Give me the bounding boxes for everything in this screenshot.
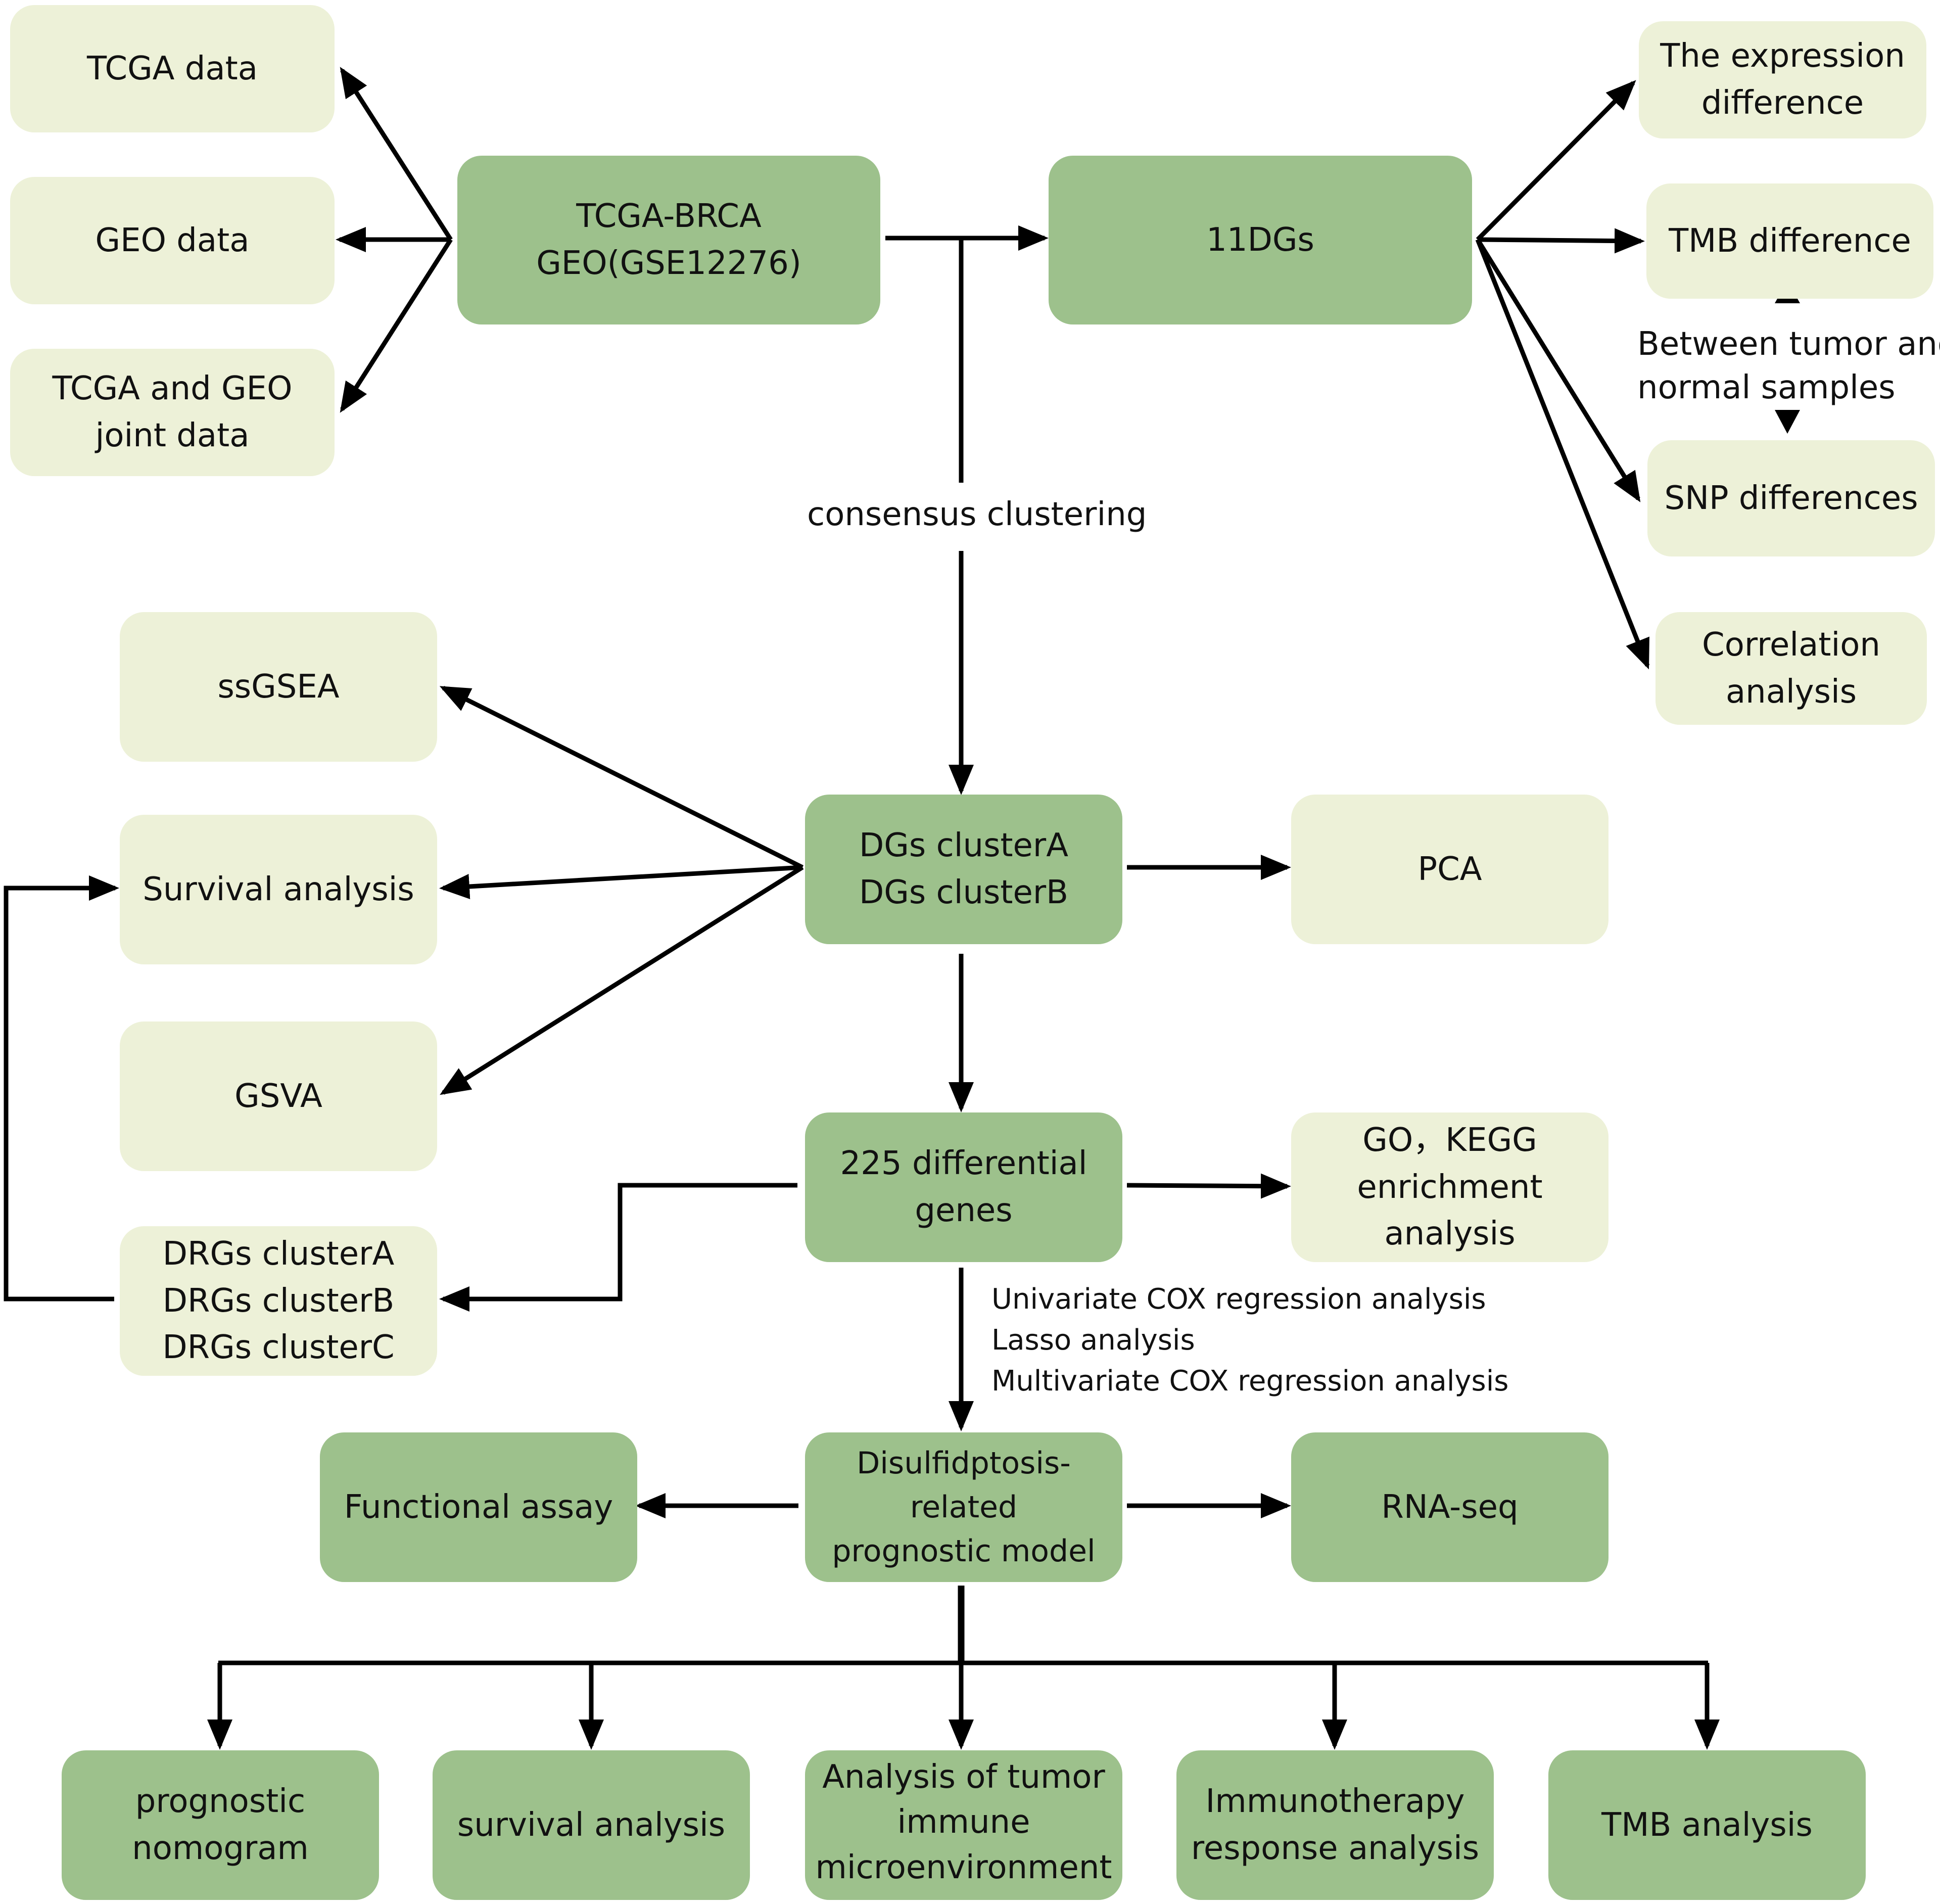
node-11dgs: 11DGs [1049,156,1472,324]
node-prognostic-model: Disulfidptosis-related prognostic model [805,1432,1122,1582]
node-correlation-analysis: Correlation analysis [1655,612,1927,725]
node-tcga-geo-joint-data: TCGA and GEO joint data [10,349,335,476]
label-consensus-clustering: consensus clustering [807,496,1147,533]
edge-genes-to-gokegg [1126,1173,1291,1199]
edge-brca-to-tcga-data [340,67,453,241]
edge-brca-to-joint-data [340,238,453,413]
label-regression-steps: Univariate COX regression analysis Lasso… [991,1283,1509,1398]
node-tmb-difference: TMB difference [1646,183,1933,299]
edge-genes-to-drgs [439,1183,797,1312]
label-between-tumor-normal: Between tumor and normal samples [1637,326,1940,407]
node-tcga-brca: TCGA-BRCA GEO(GSE12276) [457,156,880,324]
node-snp-differences: SNP differences [1647,440,1935,556]
edge-dgs-to-survival [439,865,803,899]
node-expression-difference: The expression difference [1639,21,1926,138]
edge-11dgs-to-tmb [1477,228,1645,254]
node-immunotherapy-response: Immunotherapy response analysis [1176,1750,1494,1900]
edge-dgs-to-gsva [440,865,804,1095]
edge-11dgs-to-snp [1476,238,1641,502]
down-triangle-icon [1775,410,1800,434]
node-functional-assay: Functional assay [320,1432,637,1582]
node-gsva: GSVA [120,1021,437,1171]
node-rna-seq: RNA-seq [1291,1432,1608,1582]
node-ssgsea: ssGSEA [120,612,437,762]
edge-drgs-to-survival [4,875,119,1302]
node-prognostic-nomogram: prognostic nomogram [62,1750,379,1900]
node-go-kegg: GO，KEGG enrichment analysis [1291,1112,1608,1262]
node-dgs-clusters: DGs clusterA DGs clusterB [805,795,1122,944]
edge-dgs-to-ssgsea [439,685,804,870]
node-geo-data: GEO data [10,177,335,304]
node-tumor-immune-microenvironment: Analysis of tumor immune microenvironmen… [805,1750,1122,1900]
node-pca: PCA [1291,795,1608,944]
node-differential-genes: 225 differential genes [805,1112,1122,1262]
node-survival-analysis-a: Survival analysis [120,815,437,964]
edge-11dgs-to-correlation [1475,239,1650,670]
node-tcga-data: TCGA data [10,5,335,132]
node-drgs-clusters: DRGs clusterA DRGs clusterB DRGs cluster… [120,1226,437,1376]
edge-11dgs-to-expression [1476,80,1636,242]
node-tmb-analysis: TMB analysis [1548,1750,1866,1900]
node-survival-analysis-b: survival analysis [433,1750,750,1900]
